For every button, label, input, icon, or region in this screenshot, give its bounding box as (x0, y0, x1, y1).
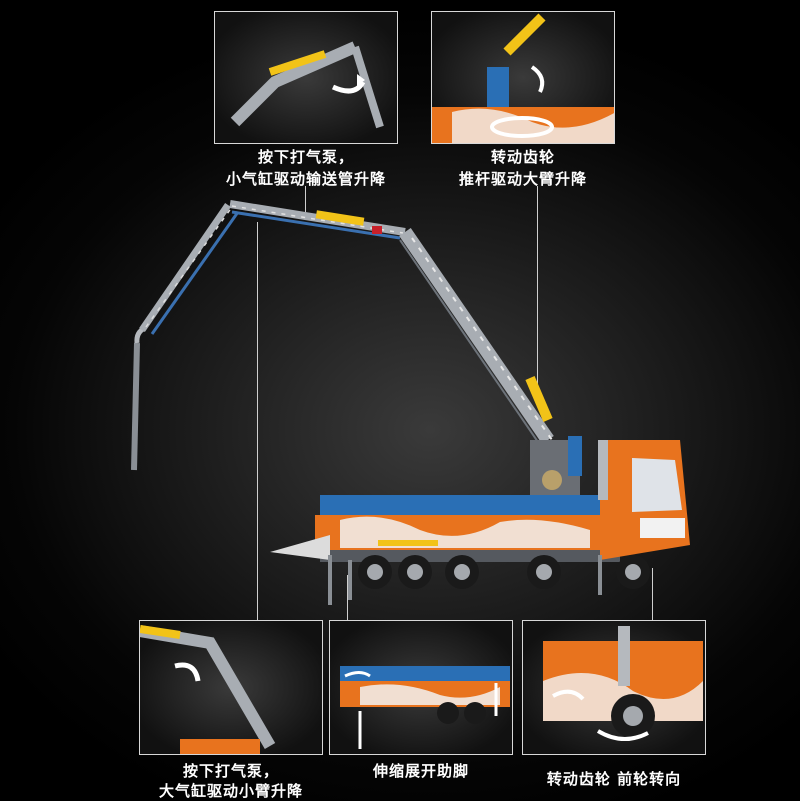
rotate-arrow-icon (331, 80, 366, 94)
detail-panel-front-steering (522, 620, 706, 755)
connector-bottom-middle (347, 575, 348, 620)
lift-arrow-icon (530, 65, 545, 93)
truck-wheels (358, 555, 650, 589)
detail-outriggers-illustration (340, 666, 510, 749)
rotate-gear-arrow-icon (490, 116, 554, 138)
caption-bottom-middle: 伸缩展开助脚 (372, 762, 469, 780)
boom-section-top (229, 200, 406, 240)
caption-bottom-left-line1: 按下打气泵， (182, 762, 279, 780)
connector-bottom-left (257, 222, 258, 620)
detail-panel-gear-pushrod (431, 11, 615, 144)
steer-arrow-icon (552, 689, 585, 701)
boom-section-main (399, 228, 554, 446)
caption-top-right-line1: 转动齿轮 (490, 148, 555, 166)
turret (530, 436, 582, 495)
detail-panel-outriggers (329, 620, 513, 755)
connector-bottom-right (652, 568, 653, 620)
boom-section-left (139, 203, 240, 335)
connector-top-right (537, 186, 538, 386)
caption-bottom-right: 转动齿轮 前轮转向 (546, 770, 682, 788)
detail-small-arm-illustration (140, 625, 276, 754)
caption-bottom-left-line2: 大气缸驱动小臂升降 (158, 782, 303, 800)
truck-body (270, 440, 690, 562)
detail-gear-pushrod-illustration (432, 13, 614, 143)
detail-hose-cylinder-illustration (230, 41, 384, 129)
detail-panel-hose-cylinder (214, 11, 398, 144)
detail-front-steering-illustration (543, 626, 703, 741)
delivery-hose (131, 325, 147, 471)
rotate-arrow-icon (174, 662, 201, 682)
caption-top-right-line2: 推杆驱动大臂升降 (458, 170, 587, 188)
caption-top-left-line1: 按下打气泵， (257, 148, 354, 166)
caption-top-left-line2: 小气缸驱动输送管升降 (225, 170, 386, 188)
outrigger-legs (328, 555, 602, 605)
connector-top-left (305, 186, 306, 212)
steer-arrow-icon (596, 729, 649, 741)
detail-panel-small-arm-cylinder (139, 620, 323, 755)
